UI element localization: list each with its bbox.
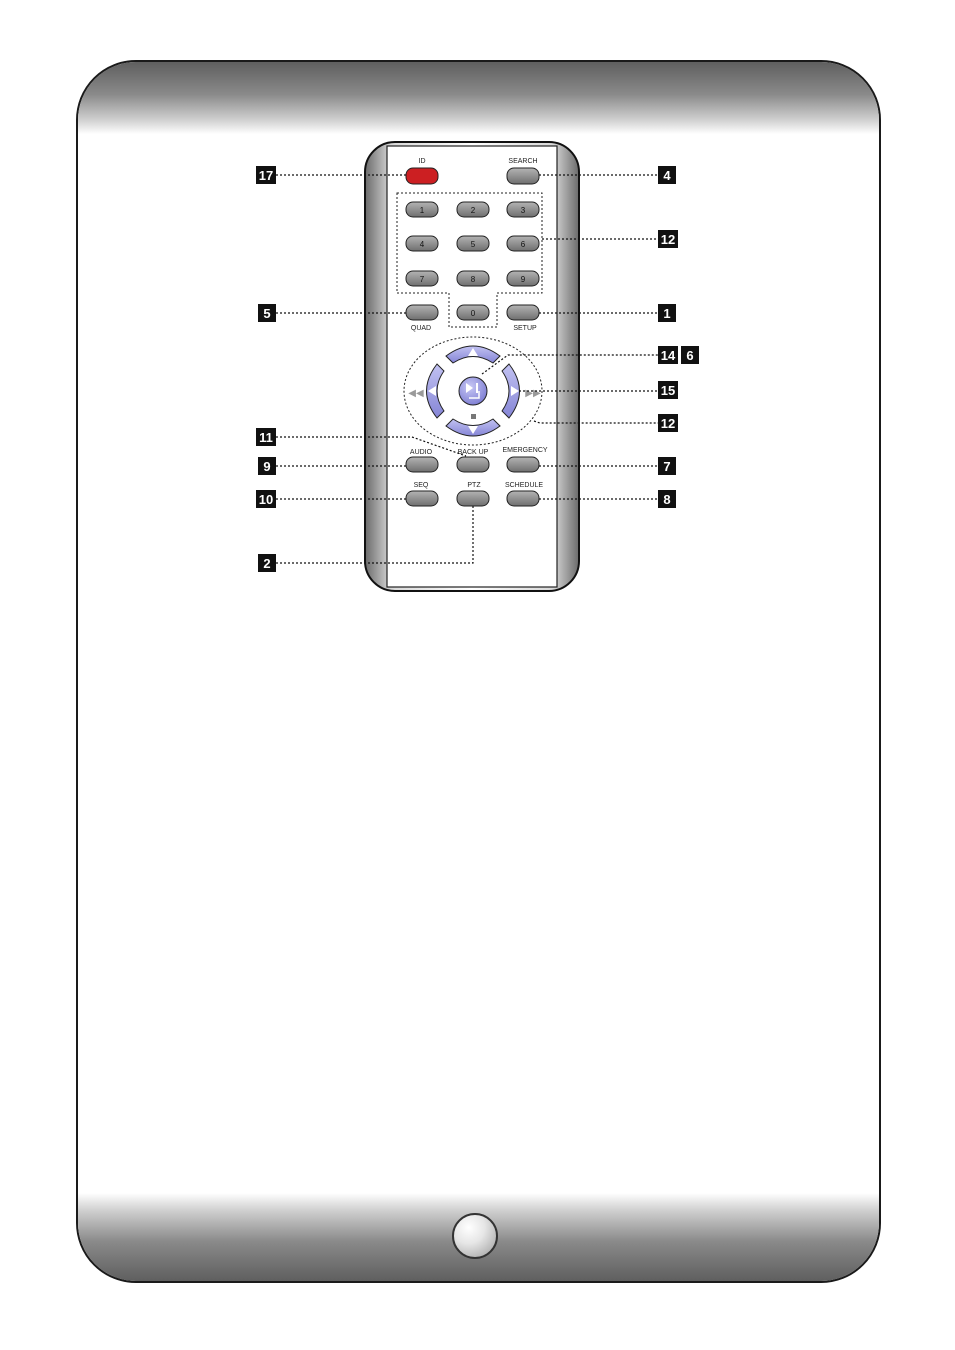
- callout-10: 10: [259, 492, 273, 507]
- digit-3-label: 3: [521, 206, 526, 215]
- callout-1: 1: [663, 306, 670, 321]
- setup-label: SETUP: [513, 325, 537, 332]
- callout-5: 5: [263, 306, 270, 321]
- digit-0-label: 0: [471, 309, 476, 318]
- quad-button[interactable]: [406, 305, 438, 320]
- id-button[interactable]: [406, 168, 438, 184]
- ptz-label: PTZ: [467, 482, 481, 489]
- seq-label: SEQ: [414, 482, 429, 489]
- digit-6-label: 6: [521, 240, 526, 249]
- center-play-enter-button[interactable]: [459, 377, 487, 405]
- digit-2-label: 2: [471, 206, 476, 215]
- digit-8-label: 8: [471, 275, 476, 284]
- search-label: SEARCH: [508, 158, 537, 165]
- emergency-button[interactable]: [507, 457, 539, 472]
- callout-8: 8: [663, 492, 670, 507]
- callout-2: 2: [263, 556, 270, 571]
- fast-forward-icon: ▶▶: [525, 388, 541, 399]
- callout-4: 4: [663, 168, 671, 183]
- setup-button[interactable]: [507, 305, 539, 320]
- digit-4-label: 4: [420, 240, 425, 249]
- callout-6: 6: [686, 348, 693, 363]
- callout-7: 7: [663, 459, 670, 474]
- digit-5-label: 5: [471, 240, 476, 249]
- quad-label: QUAD: [411, 325, 431, 332]
- pause-bar-icon: [476, 383, 478, 393]
- stop-icon: [471, 414, 476, 419]
- rewind-icon: ◀◀: [408, 388, 424, 399]
- schedule-label: SCHEDULE: [505, 482, 543, 489]
- backup-button[interactable]: [457, 457, 489, 472]
- search-button[interactable]: [507, 168, 539, 184]
- callout-11: 11: [259, 430, 273, 445]
- ptz-button[interactable]: [457, 491, 489, 506]
- digit-9-label: 9: [521, 275, 526, 284]
- callout-15: 15: [661, 383, 675, 398]
- emergency-label: EMERGENCY: [502, 447, 547, 454]
- digit-7-label: 7: [420, 275, 425, 284]
- callout-12-nav: 12: [661, 416, 675, 431]
- audio-button[interactable]: [406, 457, 438, 472]
- callout-17: 17: [259, 168, 273, 183]
- callout-12-numpad: 12: [661, 232, 675, 247]
- schedule-button[interactable]: [507, 491, 539, 506]
- digit-1-label: 1: [420, 206, 425, 215]
- callout-14: 14: [661, 348, 676, 363]
- seq-button[interactable]: [406, 491, 438, 506]
- callout-9: 9: [263, 459, 270, 474]
- id-label: ID: [419, 158, 426, 165]
- audio-label: AUDIO: [410, 449, 433, 456]
